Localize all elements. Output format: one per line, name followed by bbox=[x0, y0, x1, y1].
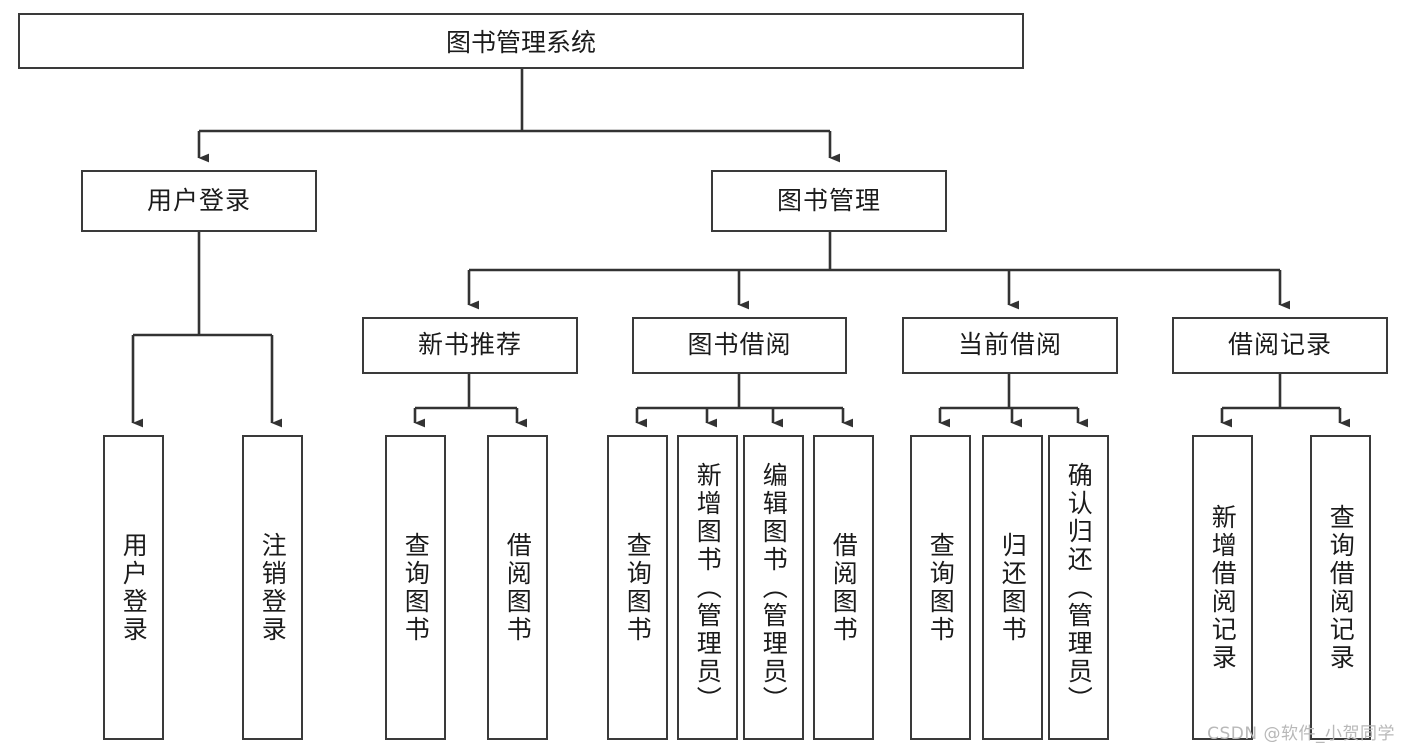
leaf-bb-query-book-label: 查询图书 bbox=[623, 531, 653, 644]
leaf-logout-label: 注销登录 bbox=[258, 531, 288, 644]
node-user-login-label: 用户登录 bbox=[146, 185, 251, 215]
leaf-br-query-record[interactable]: 查询借阅记录 bbox=[1310, 435, 1371, 740]
node-new-book-recommend[interactable]: 新书推荐 bbox=[362, 317, 578, 374]
leaf-br-add-record[interactable]: 新增借阅记录 bbox=[1192, 435, 1253, 740]
node-root[interactable]: 图书管理系统 bbox=[18, 13, 1024, 69]
node-book-management-label: 图书管理 bbox=[776, 185, 881, 215]
leaf-bb-add-book[interactable]: 新增图书（管理员） bbox=[677, 435, 738, 740]
leaf-cb-confirm-return[interactable]: 确认归还（管理员） bbox=[1048, 435, 1109, 740]
node-current-borrow-label: 当前借阅 bbox=[957, 330, 1062, 360]
leaf-cb-query-book-label: 查询图书 bbox=[926, 531, 956, 644]
leaf-br-query-record-label: 查询借阅记录 bbox=[1326, 503, 1356, 672]
node-borrow-record[interactable]: 借阅记录 bbox=[1172, 317, 1388, 374]
node-current-borrow[interactable]: 当前借阅 bbox=[902, 317, 1118, 374]
leaf-cb-return-book[interactable]: 归还图书 bbox=[982, 435, 1043, 740]
leaf-cb-confirm-return-label: 确认归还（管理员） bbox=[1064, 461, 1094, 714]
leaf-cb-return-book-label: 归还图书 bbox=[998, 531, 1028, 644]
leaf-user-login[interactable]: 用户登录 bbox=[103, 435, 164, 740]
leaf-cb-query-book[interactable]: 查询图书 bbox=[910, 435, 971, 740]
node-book-borrow-label: 图书借阅 bbox=[687, 330, 792, 360]
node-new-book-recommend-label: 新书推荐 bbox=[417, 330, 522, 360]
leaf-bb-add-book-label: 新增图书（管理员） bbox=[693, 461, 723, 714]
leaf-nbr-borrow-book[interactable]: 借阅图书 bbox=[487, 435, 548, 740]
leaf-nbr-query-book-label: 查询图书 bbox=[401, 531, 431, 644]
leaf-bb-query-book[interactable]: 查询图书 bbox=[607, 435, 668, 740]
leaf-user-login-label: 用户登录 bbox=[119, 531, 149, 644]
leaf-logout[interactable]: 注销登录 bbox=[242, 435, 303, 740]
node-book-borrow[interactable]: 图书借阅 bbox=[632, 317, 847, 374]
leaf-bb-edit-book[interactable]: 编辑图书（管理员） bbox=[743, 435, 804, 740]
leaf-nbr-query-book[interactable]: 查询图书 bbox=[385, 435, 446, 740]
leaf-bb-edit-book-label: 编辑图书（管理员） bbox=[759, 461, 789, 714]
leaf-nbr-borrow-book-label: 借阅图书 bbox=[503, 531, 533, 644]
node-user-login[interactable]: 用户登录 bbox=[81, 170, 317, 232]
node-book-management[interactable]: 图书管理 bbox=[711, 170, 947, 232]
leaf-bb-borrow-book[interactable]: 借阅图书 bbox=[813, 435, 874, 740]
node-root-label: 图书管理系统 bbox=[445, 28, 596, 57]
node-borrow-record-label: 借阅记录 bbox=[1227, 330, 1332, 360]
csdn-watermark: CSDN @软件_小贺同学 bbox=[1207, 724, 1395, 744]
leaf-br-add-record-label: 新增借阅记录 bbox=[1208, 503, 1238, 672]
leaf-bb-borrow-book-label: 借阅图书 bbox=[829, 531, 859, 644]
